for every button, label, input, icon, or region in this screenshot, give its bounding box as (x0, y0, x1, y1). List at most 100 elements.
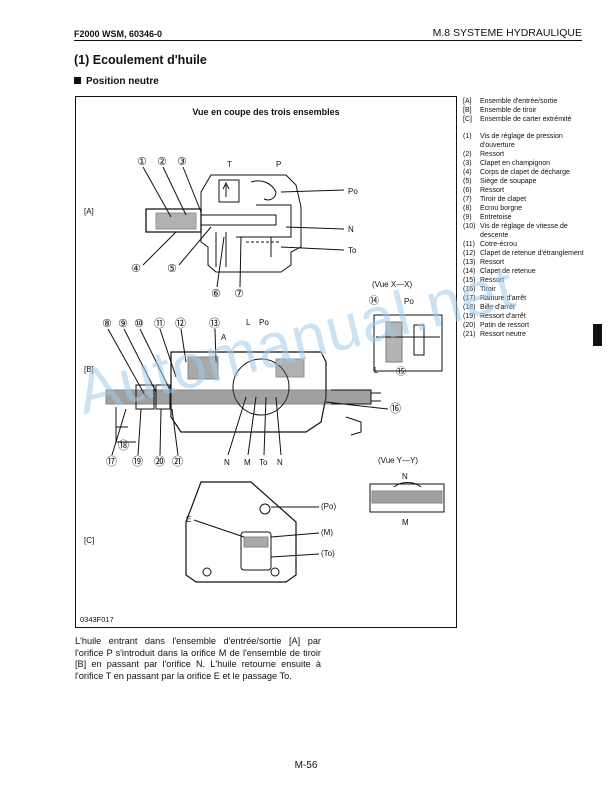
square-bullet-icon (74, 77, 81, 84)
legend-key: (12) (463, 250, 476, 257)
parts-legend: [A] Ensemble d'entrée/sortie [B] Ensemble … (463, 97, 588, 339)
legend-key: (2) (463, 151, 472, 158)
legend-item: (3) Clapet en champignon (463, 159, 588, 168)
view-yy-section (369, 482, 445, 513)
legend-key: (17) (463, 295, 476, 302)
figure-box: Vue en coupe des trois ensembles [A] T P… (75, 96, 457, 628)
legend-item: (5)Siège de soupape (463, 177, 588, 186)
view-xx-label: (Vue X—X) (372, 280, 412, 289)
legend-key: (7) (463, 196, 472, 203)
port-label-m-yy: M (402, 518, 409, 527)
section-title: M.8 SYSTEME HYDRAULIQUE (432, 27, 582, 39)
assembly-c-body (185, 481, 297, 583)
callout-19: ⑲ (132, 455, 143, 468)
port-label-p: P (276, 160, 281, 169)
legend-text: Clapet de retenue (480, 268, 536, 275)
callout-13: ⑬ (209, 317, 220, 330)
page-title: (1) Ecoulement d'huile (74, 53, 207, 67)
callout-10: ⑩ (134, 318, 144, 330)
legend-key: (14) (463, 268, 476, 275)
port-label-m-c: (M) (321, 528, 333, 537)
legend-text: Ensemble de tiroir (480, 107, 537, 114)
legend-text: Ressort d'arrêt (480, 313, 526, 320)
hydraulic-section-drawing: [A] T P Po N To ① ② ③ ④ ⑤ ⑥ ⑦ (Vue X—X) (84, 156, 445, 583)
port-label-t: T (227, 160, 232, 169)
legend-key: (6) (463, 187, 472, 194)
legend-text: Vis de réglage de vitesse de descente (480, 223, 568, 239)
page-number: M-56 (294, 760, 318, 771)
port-label-po-b: Po (259, 318, 269, 327)
section-label-c: [C] (84, 536, 94, 545)
legend-key: (18) (463, 304, 476, 311)
header-rule (74, 40, 582, 41)
assembly-b-body (105, 351, 381, 443)
legend-text: Rainure d'arrêt (480, 295, 527, 302)
callout-8: ⑧ (102, 318, 112, 330)
legend-item: (21) Ressort neutre (463, 330, 588, 339)
legend-key: (10) (463, 223, 476, 230)
callout-20: ⑳ (154, 455, 165, 468)
legend-item: (1)Vis de réglage de pression d'ouvertur… (463, 132, 588, 150)
legend-item: (8) Ecrou borgne (463, 204, 588, 213)
port-label-n: N (348, 225, 354, 234)
callout-2: ② (157, 156, 167, 168)
legend-text: Ecrou borgne (480, 205, 523, 212)
port-label-n-yy: N (402, 472, 408, 481)
port-label-po: Po (348, 187, 358, 196)
legend-key: (8) (463, 205, 472, 212)
legend-item: (7) Tiroir de clapet (463, 195, 588, 204)
legend-item: (17) Rainure d'arrêt (463, 294, 588, 303)
port-label-n-b2: N (277, 458, 283, 467)
legend-key: [A] (463, 98, 472, 105)
legend-item: (6) Ressort (463, 186, 588, 195)
port-label-l-b: L (246, 318, 251, 327)
legend-item: (12) Clapet de retenue d'étranglement (463, 249, 588, 258)
legend-item: (2)Ressort (463, 150, 588, 159)
body-paragraph: L'huile entrant dans l'ensemble d'entrée… (75, 636, 321, 681)
legend-text: Clapet de retenue d'étranglement (480, 250, 584, 257)
callout-12: ⑫ (175, 317, 186, 330)
legend-key: (3) (463, 160, 472, 167)
legend-key: (21) (463, 331, 476, 338)
legend-item: [B] Ensemble de tiroir (463, 106, 588, 115)
callout-6: ⑥ (211, 288, 221, 300)
view-yy-label: (Vue Y—Y) (378, 456, 418, 465)
legend-text: Ressort (480, 259, 505, 266)
legend-key: (16) (463, 286, 476, 293)
legend-text: Cotre-écrou (480, 241, 517, 248)
legend-key: (15) (463, 277, 476, 284)
legend-text: Clapet en champignon (480, 160, 551, 167)
legend-text: Entretoise (480, 214, 512, 221)
legend-text: Ressort (480, 277, 505, 284)
legend-item: (19) Ressort d'arrêt (463, 312, 588, 321)
legend-item: (10) Vis de réglage de vitesse de descent… (463, 222, 588, 240)
legend-text: Ressort (480, 187, 505, 194)
legend-text: Bille d'arrêt (480, 304, 515, 311)
legend-key: (20) (463, 322, 476, 329)
legend-text: Vis de réglage de pression d'ouverture (480, 133, 563, 149)
legend-item: (18) Bille d'arrêt (463, 303, 588, 312)
callout-16: ⑯ (390, 402, 401, 415)
legend-key: (4) (463, 169, 472, 176)
legend-item: [C]Ensemble de carter extrémité (463, 115, 588, 124)
legend-text: Tiroir de clapet (480, 196, 527, 203)
port-label-n-b1: N (224, 458, 230, 467)
legend-key: [B] (463, 107, 472, 114)
callout-1: ① (137, 156, 147, 168)
legend-key: (9) (463, 214, 472, 221)
legend-text: Ensemble d'entrée/sortie (480, 98, 558, 105)
callout-17: ⑰ (106, 455, 117, 468)
figure-title: Vue en coupe des trois ensembles (192, 107, 340, 117)
legend-text: Ressort neutre (480, 331, 526, 338)
port-label-l-xx: L (374, 366, 379, 375)
port-label-to-c: (To) (321, 549, 335, 558)
legend-key: (5) (463, 178, 472, 185)
legend-text: Tiroir (480, 286, 496, 293)
subtitle-text: Position neutre (86, 76, 159, 87)
legend-key: (19) (463, 313, 476, 320)
port-label-to: To (348, 246, 357, 255)
legend-item: (11)Cotre-écrou (463, 240, 588, 249)
manual-code: F2000 WSM, 60346-0 (74, 29, 163, 39)
port-label-m-b: M (244, 458, 251, 467)
callout-21: ㉑ (172, 455, 183, 468)
